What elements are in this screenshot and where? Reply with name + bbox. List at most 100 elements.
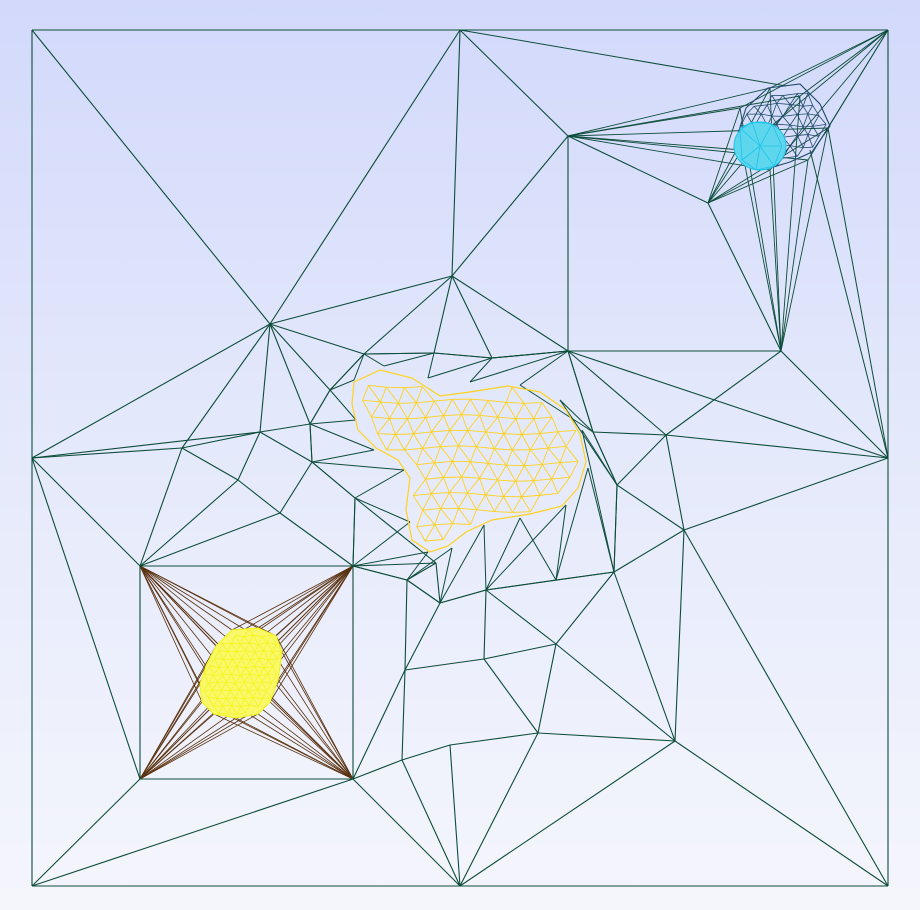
center-fine-edge — [521, 434, 531, 450]
left-fine-edge — [257, 681, 263, 690]
coarse-edge — [269, 275, 453, 325]
left-fine-edge — [241, 658, 247, 669]
center-fine-edge — [416, 524, 435, 527]
center-fine-edge — [413, 417, 426, 435]
center-fine-edge — [503, 496, 513, 513]
transition-edge — [354, 497, 411, 523]
left-fine-edge — [257, 688, 267, 692]
center-fine-edge — [424, 479, 432, 494]
center-fine-edge — [565, 430, 577, 447]
fan-line — [139, 713, 215, 780]
center-fine-edge — [443, 477, 450, 493]
left-fine-edge — [225, 682, 231, 691]
center-fine-edge — [386, 386, 399, 404]
fan-edge — [739, 29, 889, 109]
left-fine-edge — [245, 665, 255, 669]
center-fine-edge — [434, 446, 441, 463]
center-fine-edge — [533, 478, 552, 482]
center-fine-edge — [497, 479, 504, 497]
fan-line — [269, 701, 354, 780]
left-fine-edge — [222, 666, 229, 675]
top-right-edge — [782, 124, 791, 138]
top-right-edge — [776, 102, 791, 105]
fan-edge — [567, 135, 743, 151]
left-fine-edge — [245, 642, 250, 651]
coarse-edge — [31, 431, 261, 459]
center-fine-edge — [547, 447, 561, 463]
center-fine-edge — [422, 431, 432, 449]
center-fine-edge — [515, 480, 534, 482]
center-fine-edge — [421, 386, 435, 402]
top-right-edge — [797, 113, 808, 115]
transition-edge — [587, 467, 615, 573]
center-fine-edge — [560, 460, 579, 464]
left-fine-edge — [236, 650, 246, 653]
top-right-edge — [761, 113, 773, 117]
left-fine-edge — [258, 642, 268, 646]
left-fine-edge — [248, 628, 254, 635]
center-fine-edge — [530, 447, 549, 451]
left-fine-edge — [239, 689, 245, 700]
coarse-edge — [259, 323, 271, 433]
center-fine-edge — [485, 494, 495, 512]
left-fine-edge — [257, 636, 263, 645]
top-right-edge — [807, 126, 814, 135]
center-fine-edge — [371, 416, 390, 419]
left-fine-edge — [272, 666, 277, 676]
left-fine-edge — [258, 667, 265, 677]
center-fine-edge — [458, 492, 468, 509]
left-fine-edge — [234, 635, 241, 645]
coarse-edge — [352, 562, 437, 567]
fan-line — [139, 565, 277, 637]
center-fine-edge — [434, 524, 444, 540]
center-fine-edge — [412, 495, 424, 511]
left-fine-edge — [253, 683, 258, 690]
coarse-edge — [483, 643, 557, 660]
left-fine-edge — [262, 673, 268, 682]
top-right-edge — [776, 116, 784, 125]
center-fine-edge — [559, 446, 567, 463]
left-fine-edge — [203, 691, 209, 698]
left-fine-edge — [262, 681, 272, 684]
coarse-edge — [269, 323, 365, 355]
center-fine-edge — [461, 476, 468, 494]
fan-line — [139, 645, 217, 780]
left-fine-edge — [213, 667, 220, 676]
top-right-edge — [803, 125, 813, 128]
coarse-edge — [31, 778, 141, 887]
left-fine-edge — [268, 659, 274, 667]
transition-edge — [427, 357, 493, 379]
fan-line — [139, 713, 259, 780]
left-fine-edge — [209, 658, 215, 667]
top-right-edge — [740, 113, 748, 126]
center-fine-edge — [458, 507, 472, 525]
center-fine-edge — [449, 476, 462, 493]
left-fine-edge — [209, 665, 219, 668]
center-fine-edge — [389, 418, 396, 435]
transition-edge — [352, 551, 429, 567]
center-fine-edge — [443, 461, 453, 478]
center-fine-edge — [470, 446, 477, 462]
left-fine-edge — [213, 698, 218, 707]
left-fine-edge — [231, 666, 238, 675]
left-fine-edge — [272, 644, 277, 653]
center-fine-edge — [451, 399, 463, 415]
left-fine-edge — [225, 690, 231, 699]
left-fine-edge — [267, 642, 277, 645]
center-fine-edge — [380, 401, 399, 404]
center-fine-edge — [497, 464, 507, 481]
center-fine-edge — [523, 465, 535, 481]
left-fine-edge — [258, 675, 263, 682]
center-fine-edge — [416, 462, 435, 466]
center-fine-edge — [416, 509, 424, 527]
left-fine-edge — [235, 697, 245, 700]
center-fine-edge — [479, 477, 498, 481]
coarse-edge — [537, 732, 676, 742]
center-fine-edge — [452, 508, 460, 524]
center-fine-edge — [458, 507, 477, 511]
coarse-edge — [616, 484, 685, 531]
center-fine-edge — [452, 461, 462, 478]
left-fine-edge — [218, 650, 224, 660]
